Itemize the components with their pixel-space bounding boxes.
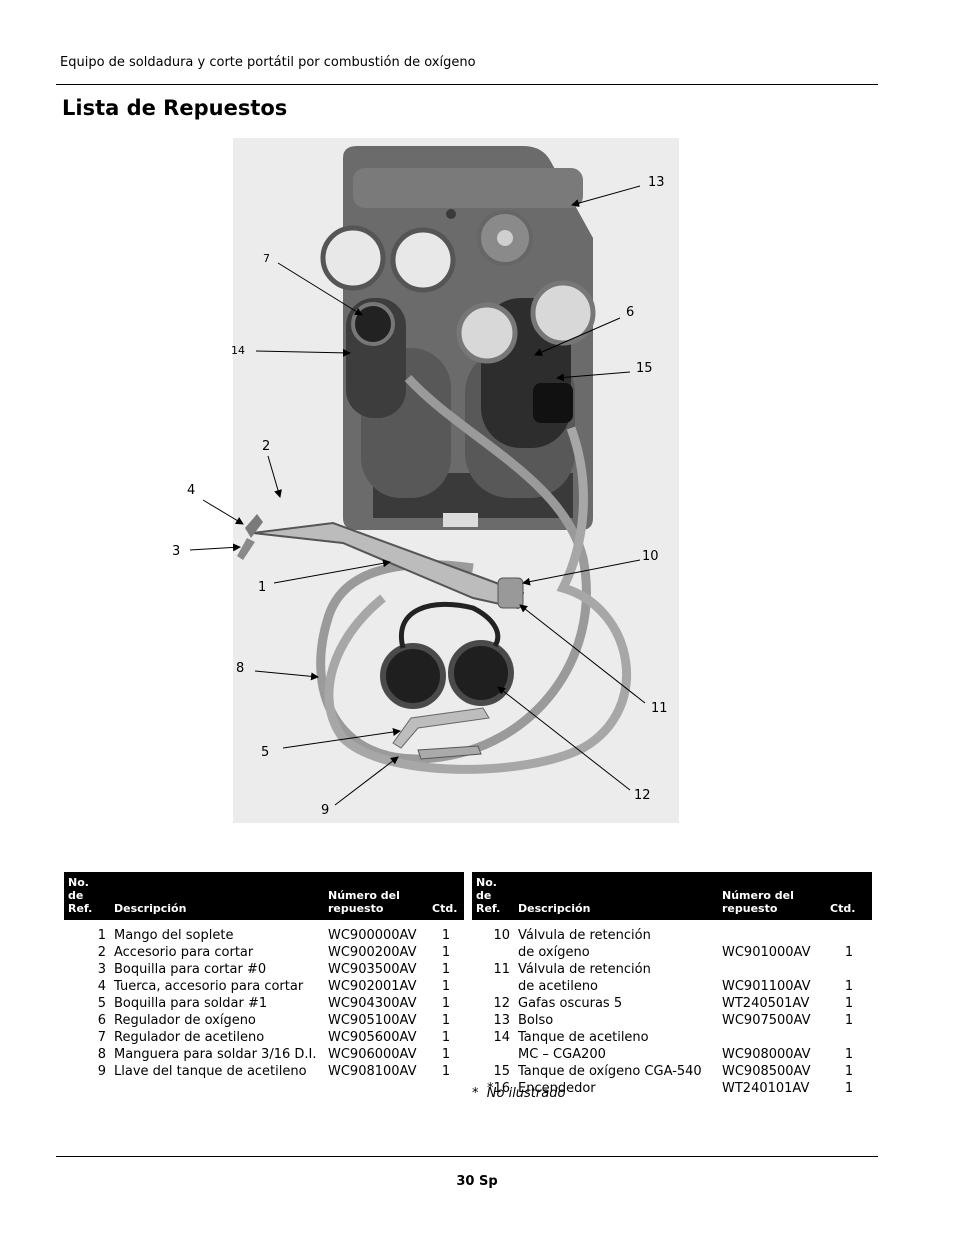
header-qty: Ctd. (826, 872, 872, 920)
page-number: 30 Sp (456, 1174, 498, 1189)
footnote-text: No ilustrado (486, 1086, 566, 1101)
running-header: Equipo de soldadura y corte portátil por… (60, 55, 476, 70)
welding-kit-illustration (233, 138, 679, 823)
callout-2: 2 (262, 439, 271, 454)
callout-15: 15 (636, 361, 653, 376)
header-rule (56, 84, 878, 85)
header-description: Descripción (110, 872, 324, 920)
callout-12: 12 (634, 788, 651, 803)
callout-7: 7 (263, 252, 270, 265)
callout-4: 4 (187, 483, 196, 498)
footer-rule (56, 1156, 878, 1157)
footnote-marker: * (472, 1086, 479, 1101)
callout-13: 13 (648, 175, 665, 190)
product-photo (233, 138, 679, 823)
page-title: Lista de Repuestos (62, 96, 288, 120)
callout-11: 11 (651, 701, 668, 716)
footnote: * No ilustrado (472, 1086, 565, 1101)
header-qty: Ctd. (428, 872, 464, 920)
callout-6: 6 (626, 305, 635, 320)
callout-14: 14 (231, 344, 245, 357)
callout-10: 10 (642, 549, 659, 564)
header-description: Descripción (514, 872, 718, 920)
callout-8: 8 (236, 661, 245, 676)
callout-1: 1 (258, 580, 267, 595)
callout-5: 5 (261, 745, 270, 760)
callout-9: 9 (321, 803, 330, 818)
callout-3: 3 (172, 544, 181, 559)
